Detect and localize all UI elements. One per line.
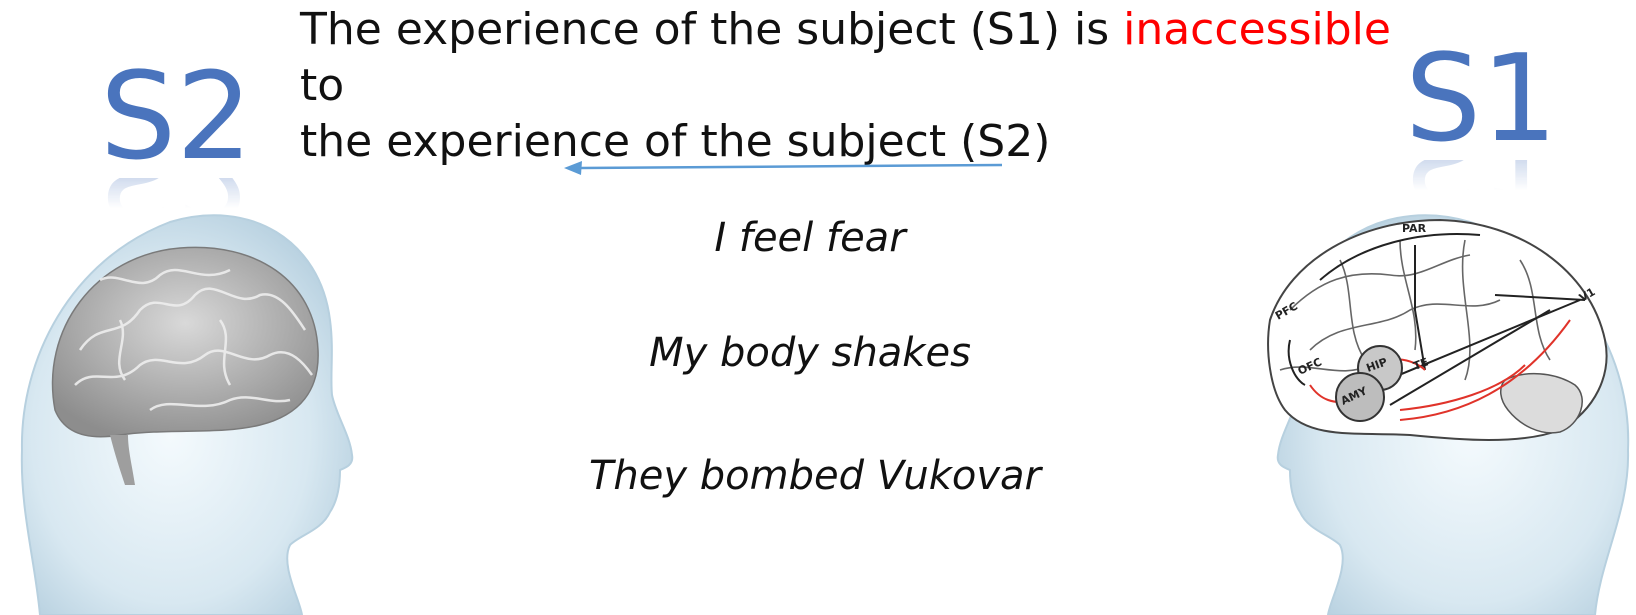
statement-2: My body shakes	[649, 330, 971, 376]
subject-label-s2: S2 S2	[100, 48, 253, 234]
subject-label-s1: S1 S1	[1405, 30, 1558, 216]
title: The experience of the subject (S1) is in…	[300, 2, 1440, 170]
title-part-2: to	[300, 60, 345, 111]
statement-3: They bombed Vukovar	[589, 453, 1041, 499]
title-line-2: the experience of the subject (S2)	[300, 116, 1051, 167]
subject-label-s1-text: S1	[1405, 30, 1558, 169]
head-with-brain-icon	[20, 214, 354, 615]
region-label-par: PAR	[1402, 222, 1427, 235]
left-arrow-icon	[564, 161, 1003, 175]
statement-1: I feel fear	[714, 215, 906, 261]
title-line-1: The experience of the subject (S1) is in…	[300, 2, 1440, 114]
title-highlight: inaccessible	[1123, 4, 1391, 55]
subject-label-s2-text: S2	[100, 48, 253, 187]
region-label-te: TE	[1412, 355, 1431, 372]
title-part-1: The experience of the subject (S1) is	[300, 4, 1124, 55]
head-with-brain-diagram-icon: PAR PFC V1 OFC HIP TE AMY	[1267, 214, 1630, 615]
